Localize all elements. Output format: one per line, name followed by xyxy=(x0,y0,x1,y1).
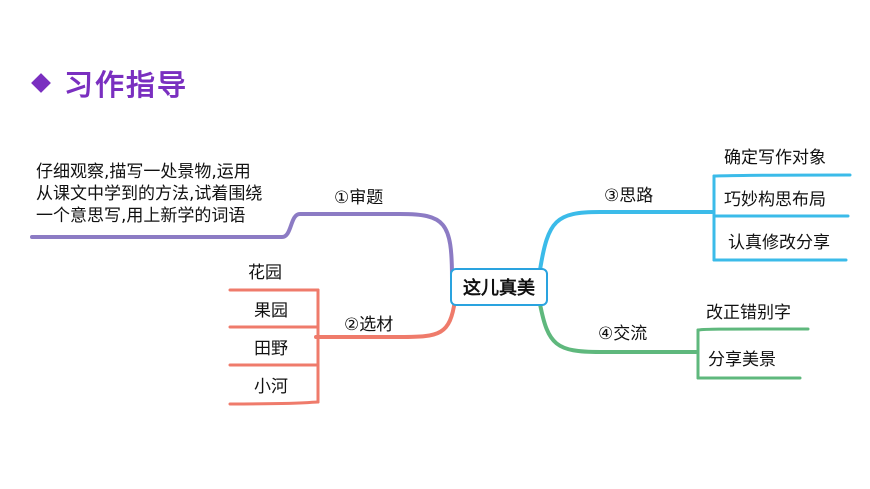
branch-line-review xyxy=(30,212,454,280)
branch-label-thinking: ③思路 xyxy=(604,186,654,206)
branch-label-material: ②选材 xyxy=(344,315,394,335)
review-text-line: 从课文中学到的方法,试着围绕 xyxy=(36,184,263,204)
leaf-line-river xyxy=(228,400,320,406)
branch-label-exchange: ④交流 xyxy=(598,324,648,344)
branch-line-thinking xyxy=(538,210,714,272)
section-header: 习作指导 xyxy=(30,62,188,104)
review-description: 仔细观察,描写一处景物,运用 从课文中学到的方法,试着围绕 一个意思写,用上新学… xyxy=(36,161,262,227)
leaf-share: 分享美景 xyxy=(708,350,776,370)
leaf-orchard: 果园 xyxy=(254,301,288,321)
branch-line-exchange xyxy=(538,302,698,354)
leaf-river: 小河 xyxy=(254,377,288,397)
leaf-garden: 花园 xyxy=(248,263,282,283)
center-node: 这儿真美 xyxy=(450,268,548,306)
leaf-line-typo xyxy=(696,327,810,332)
leaf-revise: 认真修改分享 xyxy=(728,233,830,253)
leaf-object: 确定写作对象 xyxy=(724,148,826,168)
review-text-line: 仔细观察,描写一处景物,运用 xyxy=(36,162,251,182)
leaf-field: 田野 xyxy=(254,339,288,359)
leaf-layout: 巧妙构思布局 xyxy=(724,190,826,210)
page-title: 习作指导 xyxy=(64,68,189,102)
branch-line-material xyxy=(314,298,457,339)
review-text-line: 一个意思写,用上新学的词语 xyxy=(36,206,246,226)
leaf-typo: 改正错别字 xyxy=(706,303,791,323)
branch-label-review: ①审题 xyxy=(334,188,384,208)
leaf-line-object xyxy=(712,173,852,178)
